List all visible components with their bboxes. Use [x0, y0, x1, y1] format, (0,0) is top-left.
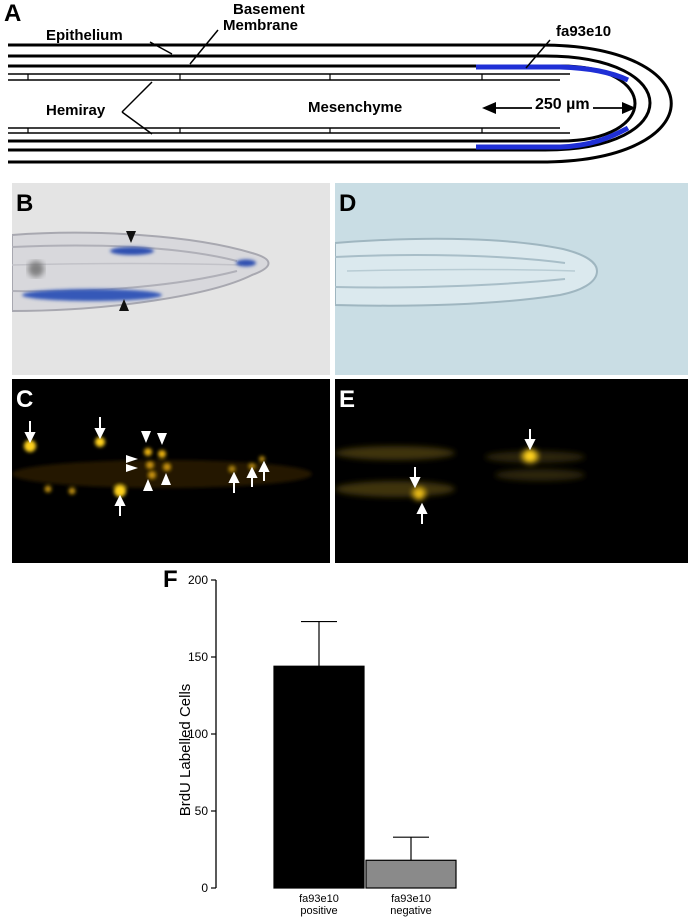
- label-gene: fa93e10: [556, 23, 612, 40]
- y-tick-label: 100: [188, 727, 208, 741]
- panel-f-letter: F: [163, 566, 178, 593]
- panel-a-letter: A: [4, 0, 22, 27]
- y-tick-label: 50: [195, 804, 209, 818]
- y-axis-label: BrdU Labelled Cells: [177, 684, 194, 817]
- panel-c-image: [12, 379, 330, 563]
- arrowhead-b-top: [126, 231, 136, 243]
- panel-e-image: [335, 379, 688, 563]
- label-epithelium: Epithelium: [46, 27, 123, 44]
- panel-d-letter: D: [339, 190, 357, 217]
- y-tick-label: 0: [201, 881, 208, 895]
- arrowheads-c: [126, 431, 171, 491]
- label-hemiray: Hemiray: [46, 102, 106, 119]
- expression-domain-top: [476, 64, 630, 83]
- bar-positive: [273, 665, 365, 889]
- arrows-e: [409, 429, 536, 524]
- x-category-label: fa93e10: [299, 893, 339, 905]
- panel-c-letter: C: [16, 386, 34, 413]
- bar-negative: [365, 859, 457, 889]
- expression-domain-bottom: [476, 125, 630, 150]
- fin-ray-schematic: [8, 29, 673, 164]
- panel-e-letter: E: [339, 386, 356, 413]
- x-category-label: positive: [300, 905, 337, 917]
- y-tick-label: 150: [188, 650, 208, 664]
- arrows-c: [24, 417, 270, 516]
- y-tick-label: 200: [188, 573, 208, 587]
- basement-membrane-outline: [8, 54, 652, 152]
- epithelium-outline: [8, 43, 673, 164]
- panel-b-image: [12, 183, 330, 375]
- label-mesenchyme: Mesenchyme: [308, 99, 403, 116]
- label-membrane: Membrane: [223, 17, 299, 34]
- label-basement: Basement: [233, 1, 305, 18]
- panel-b-letter: B: [16, 190, 34, 217]
- x-category-label: negative: [390, 905, 432, 917]
- x-category-label: fa93e10: [391, 893, 431, 905]
- panel-d-image: [335, 183, 688, 375]
- label-scale: 250 µm: [532, 97, 593, 113]
- arrowhead-b-bottom: [119, 299, 129, 311]
